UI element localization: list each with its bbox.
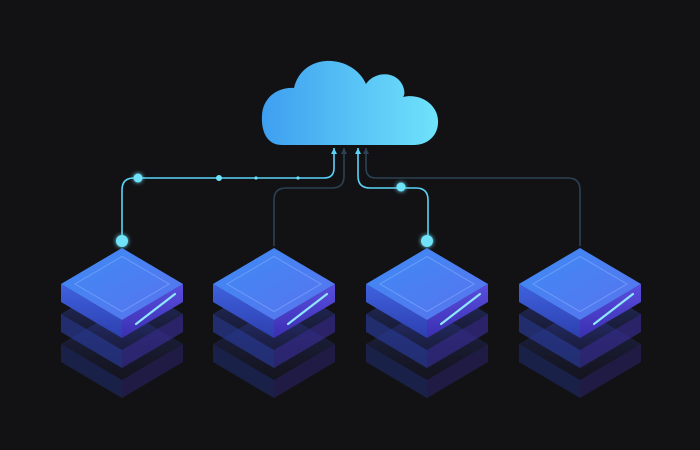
server-stack-icon <box>366 248 488 398</box>
cloud-icon <box>261 60 439 145</box>
server-slab-top-face <box>366 248 488 320</box>
server-top-inset <box>226 255 322 313</box>
server-status-light <box>592 292 635 326</box>
server-layer-side <box>427 344 488 398</box>
node-dot <box>133 173 143 183</box>
arrow-up-icon <box>341 148 347 154</box>
connection-line-server-4 <box>365 148 581 246</box>
node-dot <box>421 235 433 247</box>
node-dot <box>216 175 222 181</box>
server-layer-side <box>122 344 183 398</box>
server-layer-side <box>61 314 122 368</box>
node-dot <box>396 182 406 192</box>
node-dot <box>116 235 128 247</box>
connection-line-server-2 <box>273 148 345 246</box>
server-top-inset <box>532 255 628 313</box>
server-slab-left-face <box>61 284 122 338</box>
server-layer-side <box>213 344 274 398</box>
server-stack-icon <box>61 248 183 398</box>
server-layer-side <box>519 344 580 398</box>
server-status-light <box>439 292 482 326</box>
server-status-light <box>134 292 177 326</box>
server-layer-side <box>580 314 641 368</box>
server-layer-side <box>580 344 641 398</box>
server-slab-top-face <box>61 248 183 320</box>
arrow-up-icon <box>363 148 369 154</box>
arrow-up-icon <box>355 148 361 154</box>
server-top-inset <box>379 255 475 313</box>
server-layer-side <box>427 314 488 368</box>
server-slab-top-face <box>519 248 641 320</box>
connection-line-server-1 <box>121 148 335 240</box>
server-layer-side <box>366 314 427 368</box>
arrow-up-icon <box>331 148 337 154</box>
connection-line-server-3 <box>357 148 429 240</box>
server-slab-left-face <box>366 284 427 338</box>
node-dot <box>296 176 300 180</box>
server-top-inset <box>74 255 170 313</box>
server-layer-side <box>366 344 427 398</box>
cloud-arrow-tips <box>331 148 369 154</box>
server-layer-side <box>213 314 274 368</box>
connection-lines <box>121 148 581 246</box>
server-layer-side <box>122 314 183 368</box>
server-stack-icon <box>213 248 335 398</box>
connection-nodes <box>116 173 433 247</box>
server-layer-side <box>274 314 335 368</box>
server-stack-icon <box>519 248 641 398</box>
node-dot <box>254 176 258 180</box>
server-stacks <box>61 248 641 398</box>
server-layer-side <box>61 344 122 398</box>
server-slab-top-face <box>213 248 335 320</box>
server-slab-left-face <box>213 284 274 338</box>
server-layer-side <box>274 344 335 398</box>
server-slab-left-face <box>519 284 580 338</box>
server-status-light <box>286 292 329 326</box>
server-layer-side <box>519 314 580 368</box>
